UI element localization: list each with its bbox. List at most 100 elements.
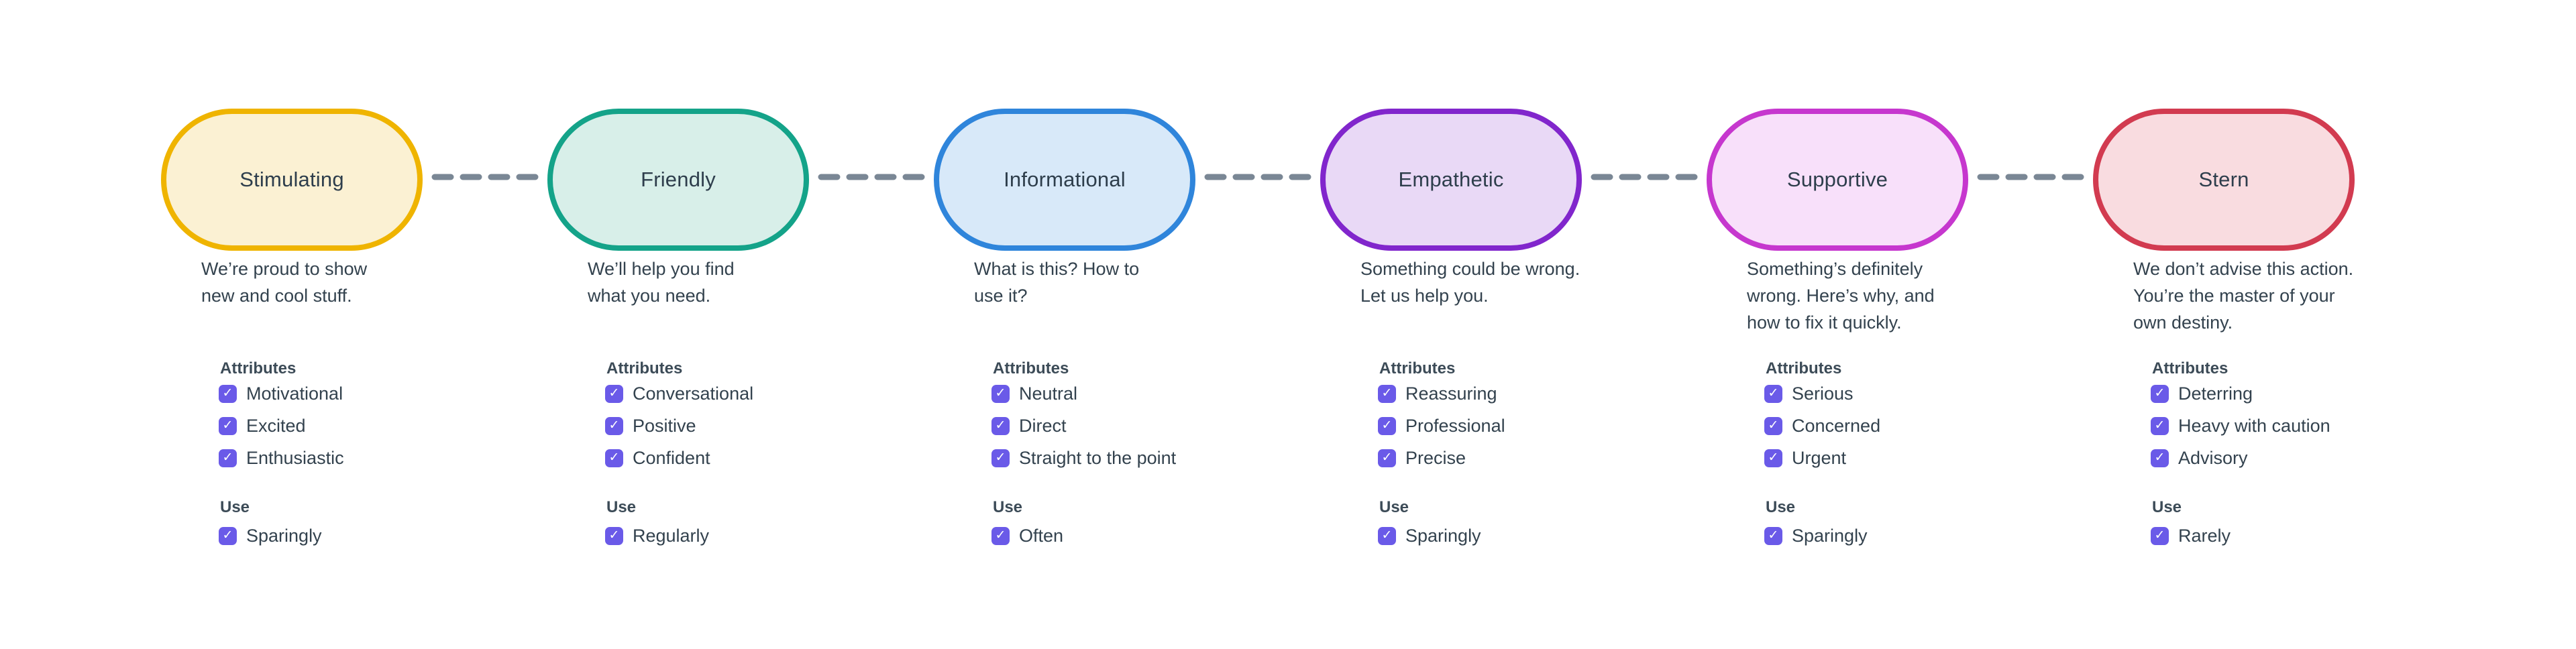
use-list: ✓ Rarely [2151,526,2231,559]
checkbox-checked-icon[interactable]: ✓ [605,527,623,545]
checkbox-checked-icon[interactable]: ✓ [605,385,623,403]
attribute-label: Concerned [1792,416,1881,436]
attribute-label: Advisory [2178,448,2248,468]
checkbox-checked-icon[interactable]: ✓ [605,449,623,467]
check-icon: ✓ [2154,386,2165,400]
tone-pill-label: Supportive [1786,168,1888,191]
attribute-label: Enthusiastic [246,448,344,468]
attributes-list: ✓ Deterring ✓ Heavy with caution ✓ Advis… [2151,384,2330,481]
attributes-heading: Attributes [220,359,297,377]
attributes-heading: Attributes [1379,359,1456,377]
attributes-heading: Attributes [2152,359,2229,377]
use-label: Sparingly [1405,526,1481,546]
tone-pill-informational: Informational [934,109,1195,251]
checkbox-checked-icon[interactable]: ✓ [2151,527,2169,545]
tone-column-supportive: Supportive Something’s definitely wrong.… [1707,0,2093,649]
checkbox-checked-icon[interactable]: ✓ [219,417,237,435]
checkbox-checked-icon[interactable]: ✓ [991,385,1010,403]
check-icon: ✓ [222,418,233,432]
tone-pill-label: Informational [1004,168,1126,191]
attribute-row: ✓ Positive [605,416,753,436]
checkbox-checked-icon[interactable]: ✓ [2151,449,2169,467]
attributes-list: ✓ Conversational ✓ Positive ✓ Confident [605,384,753,481]
attribute-row: ✓ Concerned [1764,416,1881,436]
use-heading: Use [2152,498,2182,516]
connector-dashed-line [818,174,925,180]
tone-description: We’ll help you find what you need. [588,259,735,306]
tone-pill-supportive: Supportive [1707,109,1968,251]
checkbox-checked-icon[interactable]: ✓ [1764,385,1782,403]
attribute-label: Positive [633,416,696,436]
checkbox-checked-icon[interactable]: ✓ [1764,417,1782,435]
check-icon: ✓ [1381,386,1393,400]
check-icon: ✓ [995,451,1006,465]
attributes-list: ✓ Serious ✓ Concerned ✓ Urgent [1764,384,1881,481]
attribute-row: ✓ Precise [1378,448,1505,468]
use-row: ✓ Regularly [605,526,710,546]
use-row: ✓ Sparingly [1764,526,1868,546]
check-icon: ✓ [1768,528,1779,542]
attribute-row: ✓ Direct [991,416,1176,436]
check-icon: ✓ [2154,418,2165,432]
check-icon: ✓ [1768,418,1779,432]
attribute-row: ✓ Enthusiastic [219,448,344,468]
checkbox-checked-icon[interactable]: ✓ [1378,527,1396,545]
check-icon: ✓ [222,528,233,542]
checkbox-checked-icon[interactable]: ✓ [2151,417,2169,435]
attribute-row: ✓ Neutral [991,384,1176,404]
attribute-label: Serious [1792,384,1854,404]
tone-pill-label: Stimulating [239,168,344,191]
check-icon: ✓ [608,528,620,542]
attributes-heading: Attributes [1766,359,1842,377]
checkbox-checked-icon[interactable]: ✓ [219,449,237,467]
check-icon: ✓ [222,451,233,465]
checkbox-checked-icon[interactable]: ✓ [605,417,623,435]
attributes-list: ✓ Reassuring ✓ Professional ✓ Precise [1378,384,1505,481]
check-icon: ✓ [608,418,620,432]
checkbox-checked-icon[interactable]: ✓ [991,527,1010,545]
check-icon: ✓ [1381,418,1393,432]
checkbox-checked-icon[interactable]: ✓ [991,449,1010,467]
use-heading: Use [606,498,637,516]
use-row: ✓ Sparingly [1378,526,1481,546]
tone-pill-stern: Stern [2093,109,2355,251]
use-heading: Use [220,498,250,516]
check-icon: ✓ [2154,451,2165,465]
use-heading: Use [1766,498,1796,516]
use-list: ✓ Sparingly [1764,526,1868,559]
tone-column-friendly: Friendly We’ll help you find what you ne… [547,0,934,649]
check-icon: ✓ [1381,528,1393,542]
tone-pill-empathetic: Empathetic [1320,109,1582,251]
checkbox-checked-icon[interactable]: ✓ [219,385,237,403]
checkbox-checked-icon[interactable]: ✓ [1378,449,1396,467]
checkbox-checked-icon[interactable]: ✓ [1378,417,1396,435]
checkbox-checked-icon[interactable]: ✓ [219,527,237,545]
attribute-row: ✓ Conversational [605,384,753,404]
use-row: ✓ Rarely [2151,526,2231,546]
use-label: Regularly [633,526,710,546]
checkbox-checked-icon[interactable]: ✓ [991,417,1010,435]
attribute-row: ✓ Motivational [219,384,344,404]
tone-description: Something could be wrong. Let us help yo… [1360,259,1580,306]
tone-pill-label: Empathetic [1398,168,1504,191]
checkbox-checked-icon[interactable]: ✓ [1764,527,1782,545]
attribute-label: Neutral [1019,384,1078,404]
tone-column-stern: Stern We don’t advise this action. You’r… [2093,0,2479,649]
use-list: ✓ Regularly [605,526,710,559]
attributes-list: ✓ Motivational ✓ Excited ✓ Enthusiastic [219,384,344,481]
tone-description: Something’s definitely wrong. Here’s why… [1747,259,1935,333]
attribute-row: ✓ Deterring [2151,384,2330,404]
checkbox-checked-icon[interactable]: ✓ [2151,385,2169,403]
tone-pill-stimulating: Stimulating [161,109,423,251]
checkbox-checked-icon[interactable]: ✓ [1764,449,1782,467]
connector-dashed-line [1977,174,2084,180]
checkbox-checked-icon[interactable]: ✓ [1378,385,1396,403]
check-icon: ✓ [995,418,1006,432]
attribute-row: ✓ Confident [605,448,753,468]
connector-dashed-line [1591,174,1698,180]
use-row: ✓ Sparingly [219,526,322,546]
attribute-label: Direct [1019,416,1067,436]
use-list: ✓ Sparingly [219,526,322,559]
attributes-heading: Attributes [993,359,1069,377]
tone-pill-label: Stern [2198,168,2249,191]
